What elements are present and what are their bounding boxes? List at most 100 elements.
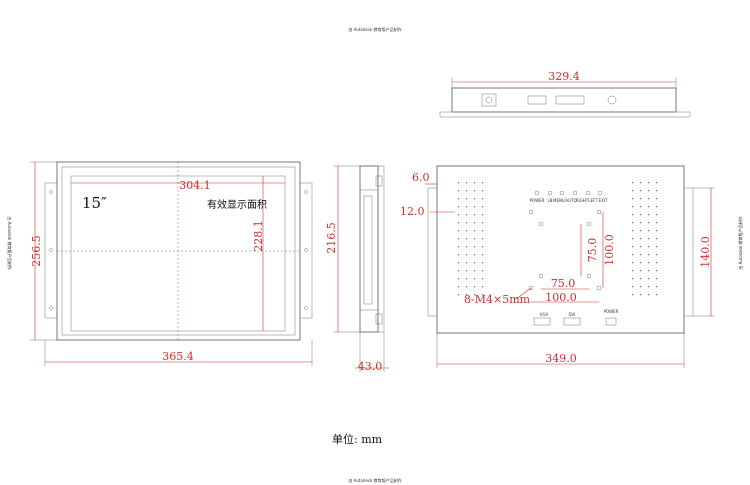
vent-dot (474, 238, 476, 240)
vent-dot (640, 198, 642, 200)
vent-dot (474, 206, 476, 208)
vent-dot (458, 246, 460, 248)
vent-dot (466, 278, 468, 280)
vent-dot (466, 286, 468, 288)
front-ear-right (299, 182, 313, 319)
vent-dot (466, 254, 468, 256)
vent-dot (458, 262, 460, 264)
dim-outer-width: 365.4 (162, 350, 194, 363)
vent-dot (640, 262, 642, 264)
side-note-right: 由 Autodesk 教育版产品制作 (737, 216, 743, 269)
vent-dot (482, 294, 484, 296)
front-ear-left (44, 182, 58, 319)
vent-dot (640, 206, 642, 208)
back-view: POWER LB MENU AUTO RIGHT LEFT EXIT 75.0 … (400, 165, 715, 368)
vent-dot (632, 198, 634, 200)
vent-dot (474, 286, 476, 288)
vent-dot (482, 198, 484, 200)
vent-dot (474, 230, 476, 232)
vent-dot (640, 286, 642, 288)
vent-dot (466, 294, 468, 296)
vent-dot (632, 182, 634, 184)
vent-dot (474, 182, 476, 184)
vent-dot (632, 214, 634, 216)
vent-dot (656, 238, 658, 240)
btn-label-exit: EXIT (599, 198, 608, 203)
vent-dot (648, 246, 650, 248)
vent-dot (482, 230, 484, 232)
vent-dot (656, 262, 658, 264)
dim-vesa-h75: 75.0 (551, 277, 576, 290)
vent-dot (466, 222, 468, 224)
vent-dot (482, 190, 484, 192)
vent-dot (632, 254, 634, 256)
dim-active-width: 304.1 (179, 179, 211, 192)
vent-dot (474, 262, 476, 264)
btn-label-power: POWER (530, 198, 545, 203)
vent-dot (632, 230, 634, 232)
button-row: POWER LB MENU AUTO RIGHT LEFT EXIT (530, 190, 608, 203)
vent-dot (632, 262, 634, 264)
btn-label-lb: LB (548, 198, 553, 203)
vent-dot (458, 214, 460, 216)
dim-offset-top: 6.0 (412, 171, 430, 184)
vent-grid-right (632, 182, 658, 296)
vent-dot (640, 270, 642, 272)
vent-dot (466, 182, 468, 184)
vent-dot (656, 294, 658, 296)
vent-dot (458, 286, 460, 288)
vent-dot (640, 238, 642, 240)
vent-dot (656, 214, 658, 216)
vent-grid-left (458, 182, 484, 296)
side-note-left: 由 Autodesk 教育版产品制作 (7, 216, 13, 269)
screw-spec-label: 8-M4×5mm (464, 293, 531, 306)
vent-dot (458, 254, 460, 256)
vent-dot (632, 222, 634, 224)
vent-dot (458, 206, 460, 208)
vent-dot (474, 294, 476, 296)
vent-dot (656, 246, 658, 248)
vent-dot (656, 286, 658, 288)
vent-dot (458, 294, 460, 296)
vent-dot (632, 286, 634, 288)
dim-outer-height: 256.5 (30, 235, 43, 267)
side-body (359, 165, 379, 333)
dim-side-depth: 43.0 (358, 360, 383, 373)
vent-dot (640, 278, 642, 280)
port-label-vga: VGA (540, 312, 549, 317)
vent-dot (466, 206, 468, 208)
vent-dot (458, 270, 460, 272)
vent-dot (466, 270, 468, 272)
vent-dot (482, 262, 484, 264)
vent-dot (466, 198, 468, 200)
vent-dot (458, 230, 460, 232)
screen-size-label: 15″ (82, 194, 107, 212)
vent-dot (466, 246, 468, 248)
vent-dot (656, 198, 658, 200)
vent-dot (482, 246, 484, 248)
dim-top-width: 329.4 (548, 70, 580, 83)
vent-dot (640, 230, 642, 232)
vent-dot (632, 246, 634, 248)
vent-dot (648, 254, 650, 256)
vent-dot (482, 206, 484, 208)
vent-dot (648, 222, 650, 224)
vent-dot (458, 182, 460, 184)
vent-dot (632, 190, 634, 192)
active-area-label: 有效显示面积 (207, 198, 267, 211)
vent-dot (466, 230, 468, 232)
vent-dot (474, 222, 476, 224)
vent-dot (632, 270, 634, 272)
btn-label-left: LEFT (588, 198, 598, 203)
side-view: 216.5 43.0 (325, 165, 389, 373)
vent-dot (648, 190, 650, 192)
vent-dot (474, 270, 476, 272)
vent-dot (656, 230, 658, 232)
vent-dot (656, 206, 658, 208)
vent-dot (656, 222, 658, 224)
vent-dot (458, 278, 460, 280)
vent-dot (458, 190, 460, 192)
dim-vesa-h100: 100.0 (545, 291, 577, 304)
vent-dot (648, 206, 650, 208)
vent-dot (648, 262, 650, 264)
